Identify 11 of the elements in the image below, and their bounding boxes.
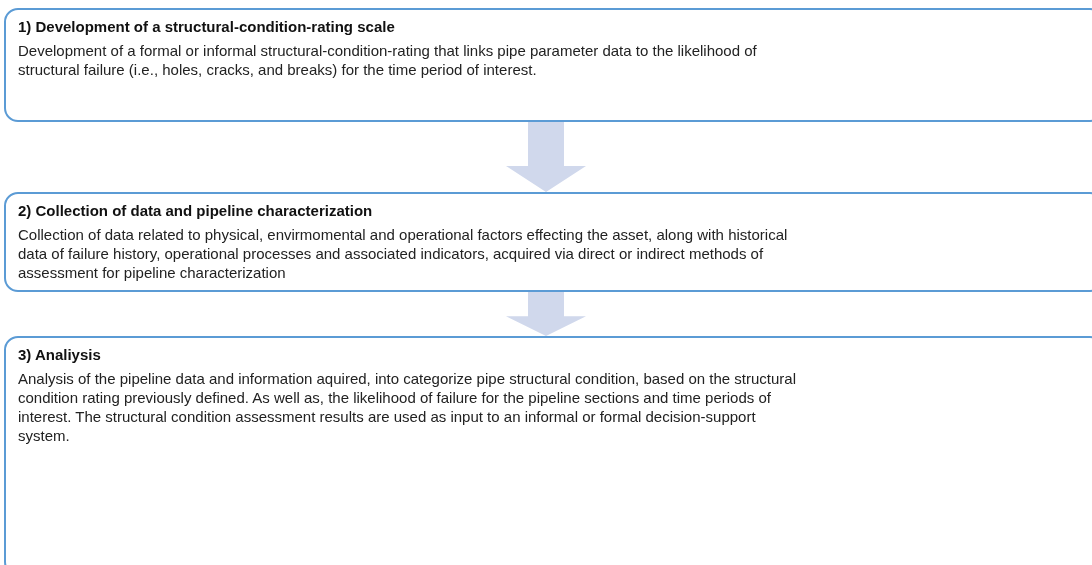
step-description: Collection of data related to physical, envirmomental and operational factors effecting the asset, along with historical data of failure history, operational processes and associated indicators, acquired via direct or indirect methods of assessment for pipeline characterization (18, 225, 789, 282)
step-heading: 2) Collection of data and pipeline characterization (18, 202, 374, 219)
process-box (4, 8, 1092, 122)
step-heading: 1) Development of a structural-condition-rating scale (18, 18, 396, 35)
block-arrow (506, 122, 586, 192)
process-box (4, 336, 1092, 565)
process-box (4, 192, 1092, 292)
step-heading: 3) Analiysis (18, 346, 102, 363)
step-description: Analysis of the pipeline data and information aquired, into categorize pipe structural condition, based on the structural condition rating previously defined. As well as, the likelihood of failure for the pipeline sections and time periods of interest. The structural condition assessment results are used as input to an informal or formal decision-support system. (18, 369, 797, 445)
block-arrow (506, 292, 586, 336)
step-description: Development of a formal or informal structural-condition-rating that links pipe parameter data to the likelihood of structural failure (i.e., holes, cracks, and breaks) for the time period of interest. (18, 41, 758, 79)
